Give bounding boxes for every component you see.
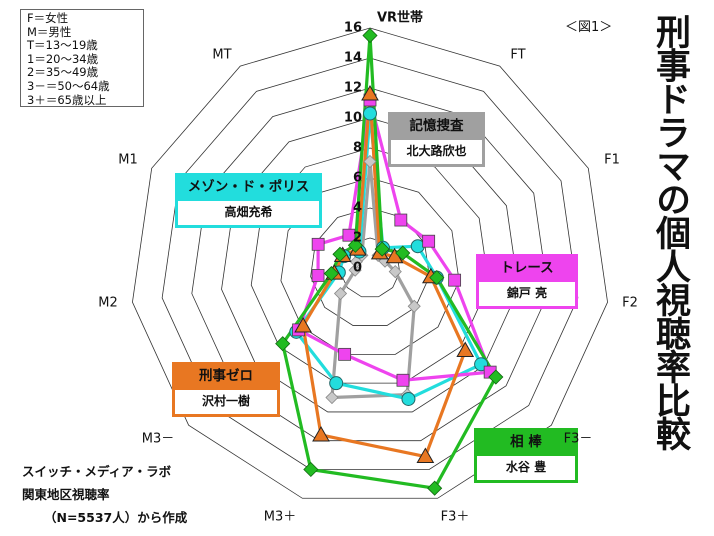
axis-label: M3＋ xyxy=(263,509,297,525)
data-point-triangle xyxy=(456,341,475,358)
tick-label: 2 xyxy=(352,230,362,246)
data-point-diamond xyxy=(374,241,390,257)
axis-label: F3＋ xyxy=(440,509,470,525)
source-line: 関東地区視聴率 xyxy=(22,487,110,502)
source-line: スイッチ・メディア・ラボ xyxy=(22,464,172,479)
key-line: 1＝20〜34歳 xyxy=(27,51,99,66)
axis-label: M3－ xyxy=(141,431,175,447)
data-point-diamond xyxy=(362,27,378,44)
grid-ring xyxy=(161,57,579,470)
legend-title: 相 棒 xyxy=(510,434,542,450)
data-point-triangle xyxy=(294,316,312,333)
axis-label: FT xyxy=(510,47,526,63)
legend-title: トレース xyxy=(500,260,554,276)
legend-title: 刑事ゼロ xyxy=(199,368,253,384)
axis-label: F1 xyxy=(604,152,620,168)
data-point-diamond xyxy=(303,461,319,478)
tick-label: 4 xyxy=(352,200,362,216)
data-point-square xyxy=(342,228,356,242)
side-title: 刑事ドラマの個人視聴率比較 xyxy=(650,14,690,450)
data-point-diamond xyxy=(323,265,339,282)
legend-title: メゾン・ド・ポリス xyxy=(187,179,310,195)
tick-label: 16 xyxy=(343,20,362,36)
data-point-diamond xyxy=(332,246,348,262)
data-point-circle xyxy=(401,391,416,406)
key-line: M＝男性 xyxy=(27,24,72,39)
data-point-square xyxy=(422,234,436,248)
legend-title: 記憶捜査 xyxy=(409,118,464,134)
legend-actor: 高畑充希 xyxy=(178,201,319,225)
legend-actor: 水谷 豊 xyxy=(477,456,575,480)
legend-actor: 北大路欣也 xyxy=(391,140,482,164)
legend-box: 刑事ゼロ沢村一樹 xyxy=(172,362,280,417)
axis-label: M1 xyxy=(118,152,138,168)
data-point-square xyxy=(338,347,352,361)
abbreviation-key: F＝女性 M＝男性 T＝13〜19歳 1＝20〜34歳 2＝35〜49歳 3－＝… xyxy=(20,9,144,107)
data-point-square xyxy=(394,213,408,227)
data-point-small-diamond xyxy=(388,265,402,279)
data-point-diamond xyxy=(429,270,445,286)
data-point-circle xyxy=(363,106,377,121)
legend-box: 相 棒水谷 豊 xyxy=(474,428,578,483)
legend-actor: 沢村一樹 xyxy=(175,390,277,414)
tick-label: 8 xyxy=(352,140,362,156)
legend-box: 記憶捜査北大路欣也 xyxy=(388,112,485,167)
data-point-small-diamond xyxy=(333,286,348,301)
data-point-diamond xyxy=(275,336,291,352)
data-point-triangle xyxy=(416,447,435,464)
legend-actor: 錦戸 亮 xyxy=(479,282,575,306)
axis-label: VR世帯 xyxy=(376,10,424,26)
data-point-triangle xyxy=(361,84,379,101)
legend-box: メゾン・ド・ポリス高畑充希 xyxy=(175,173,322,228)
key-line: T＝13〜19歳 xyxy=(27,38,98,53)
data-point-small-diamond xyxy=(363,154,377,169)
axis-label: F3－ xyxy=(563,431,593,447)
data-point-square xyxy=(311,269,325,282)
tick-label: 10 xyxy=(343,110,362,126)
grid-ring xyxy=(132,27,608,499)
data-point-diamond xyxy=(488,369,504,385)
axis-label: MT xyxy=(212,47,232,63)
source-note: スイッチ・メディア・ラボ 関東地区視聴率 （N=5537人）から作成 xyxy=(22,460,187,529)
figure-label: ＜図1＞ xyxy=(565,20,613,35)
data-point-small-diamond xyxy=(407,299,421,313)
data-point-small-diamond xyxy=(325,390,339,405)
series-line xyxy=(330,159,416,400)
data-point-square xyxy=(311,237,325,251)
data-point-diamond xyxy=(427,480,443,496)
key-line: 3－＝50〜64歳 xyxy=(27,78,110,93)
data-point-circle xyxy=(329,376,344,391)
tick-label: 0 xyxy=(352,260,362,276)
tick-label: 12 xyxy=(343,80,362,96)
data-point-triangle xyxy=(312,425,330,442)
source-line: （N=5537人）から作成 xyxy=(44,510,188,525)
data-point-square xyxy=(396,373,410,387)
key-line: 3＋＝65歳以上 xyxy=(27,92,107,107)
legend-box: トレース錦戸 亮 xyxy=(476,254,578,309)
data-point-square xyxy=(448,273,462,287)
tick-label: 14 xyxy=(343,50,362,66)
key-line: F＝女性 xyxy=(27,11,69,25)
axis-label: F2 xyxy=(622,295,638,311)
key-line: 2＝35〜49歳 xyxy=(27,65,99,80)
data-point-small-diamond xyxy=(348,263,362,277)
data-point-diamond xyxy=(395,245,411,261)
tick-label: 6 xyxy=(352,170,362,186)
data-point-diamond xyxy=(347,237,363,253)
axis-label: M2 xyxy=(98,295,118,311)
